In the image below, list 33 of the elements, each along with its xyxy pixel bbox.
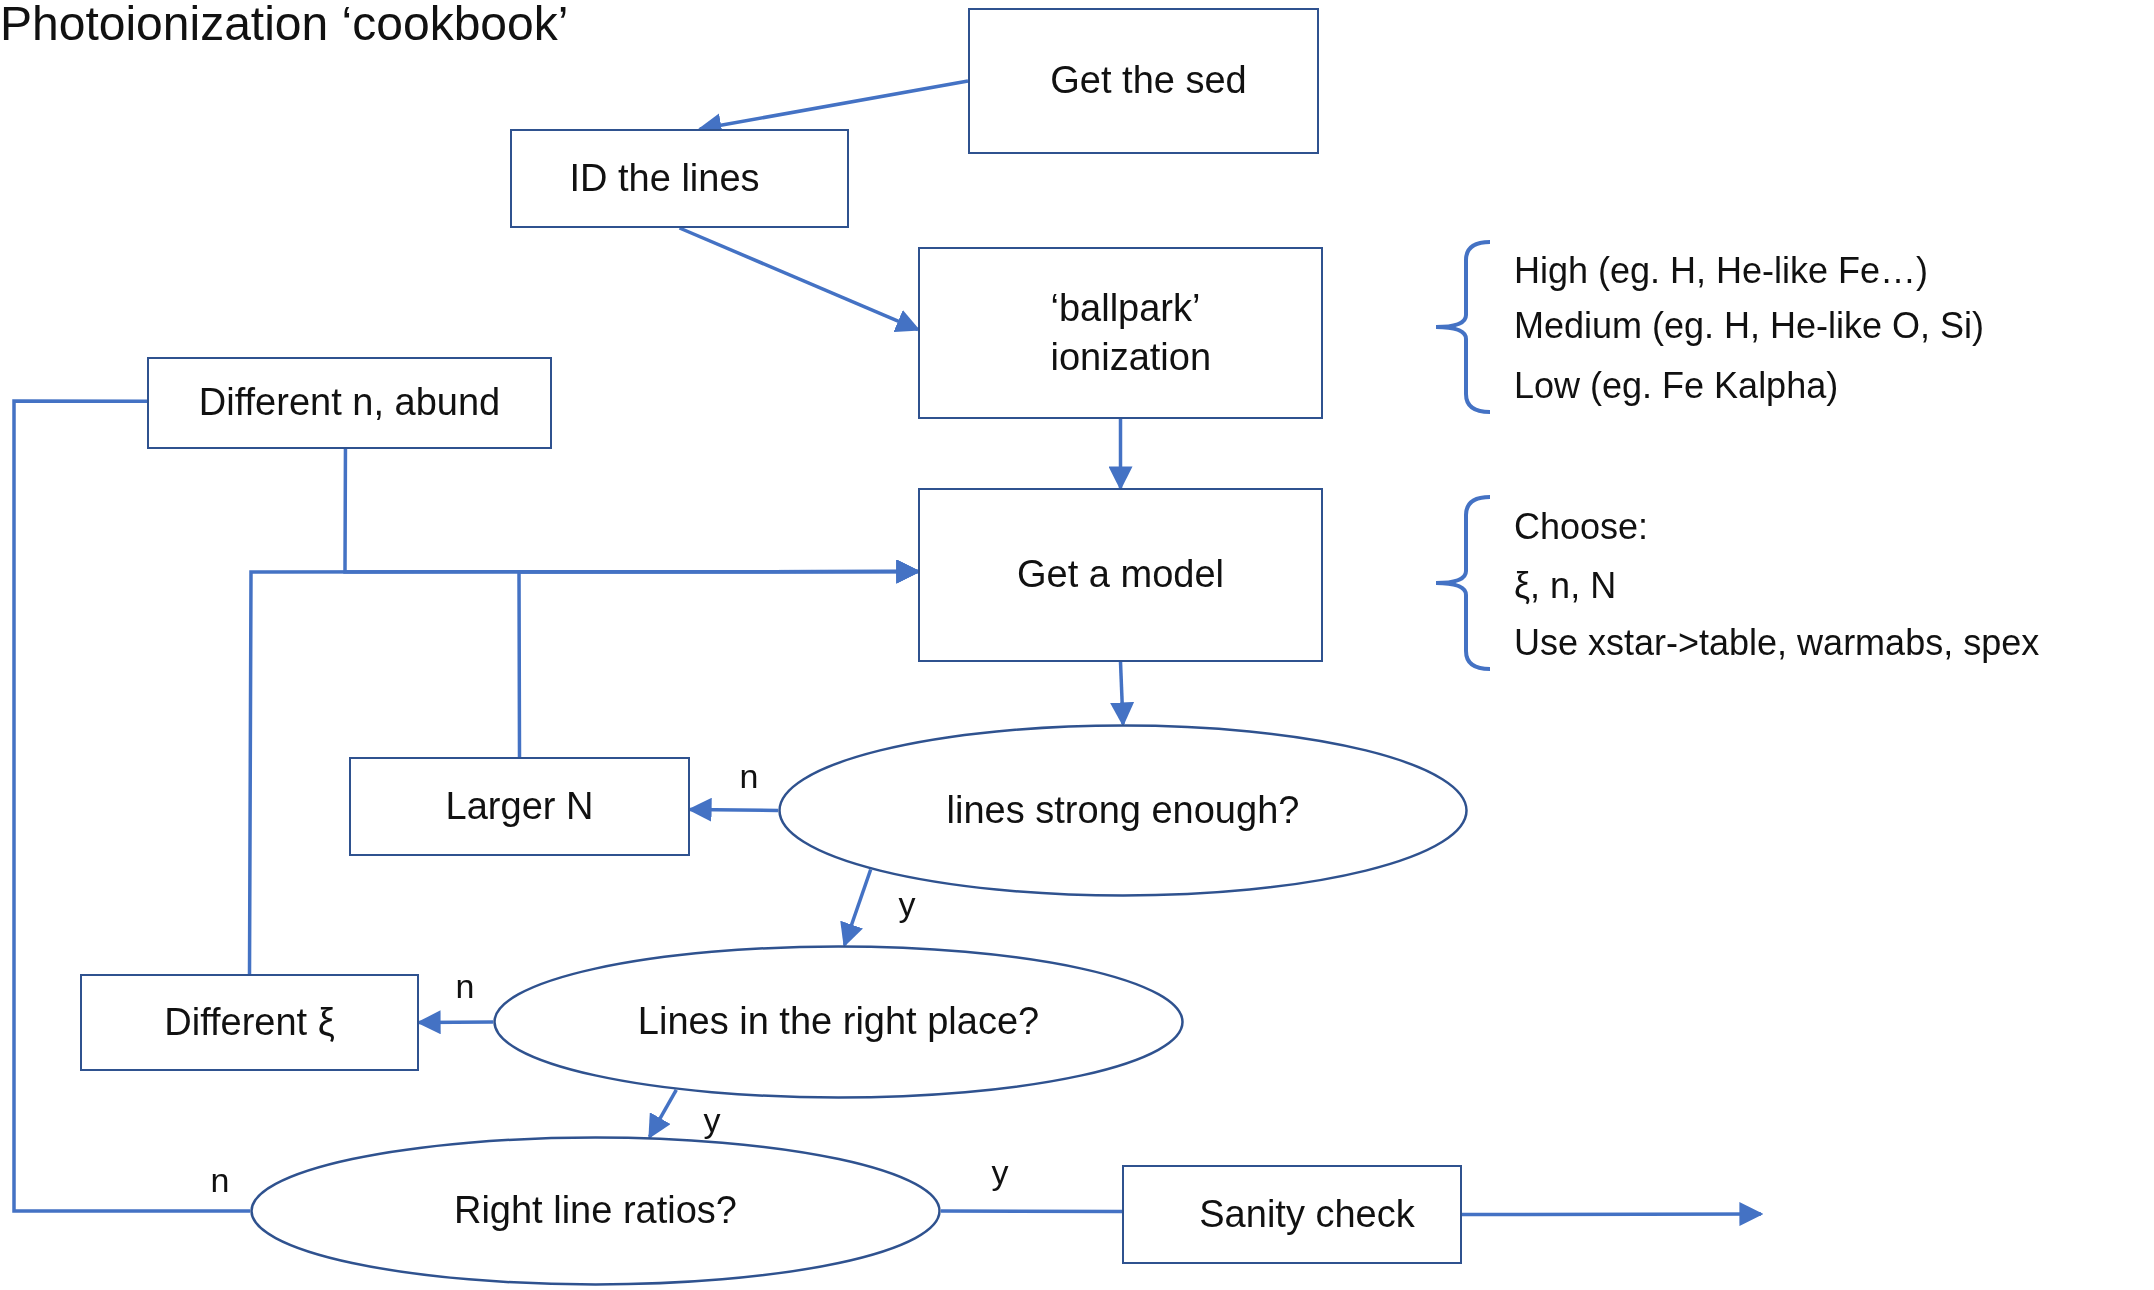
process-box	[80, 974, 419, 1071]
node-label: Lines in the right place?	[637, 999, 1040, 1045]
node-label: Sanity check	[1199, 1191, 1415, 1237]
process-box	[1122, 1165, 1462, 1264]
node-label: Different ξ	[164, 999, 335, 1045]
process-box	[510, 129, 849, 228]
node-label: Get the sed	[1050, 58, 1247, 104]
arrow	[1462, 1202, 1764, 1227]
arrow	[648, 1089, 678, 1139]
process-box	[349, 757, 690, 856]
process-box	[968, 8, 1319, 154]
note-text: Use xstar->table, warmabs, spex	[1514, 622, 2040, 664]
note-text: High (eg. H, He-like Fe…)	[1514, 250, 1929, 292]
connector-line	[941, 1209, 1122, 1214]
arrow	[1108, 419, 1133, 491]
diagram-title: Photoionization ‘cookbook’	[0, 0, 569, 51]
note-text: Medium (eg. H, He-like O, Si)	[1514, 305, 1985, 347]
note-text: ξ, n, N	[1514, 565, 1617, 607]
decision-ellipse	[778, 724, 1468, 897]
node-label: ‘ballpark’ ionization	[1050, 285, 1213, 380]
process-box	[918, 488, 1323, 662]
process-box	[147, 357, 552, 449]
node-label: ID the lines	[569, 155, 760, 201]
node-label: Different n, abund	[198, 380, 501, 426]
process-box	[918, 247, 1323, 419]
connector-line	[12, 399, 250, 1213]
note-text: Choose:	[1514, 506, 1649, 548]
node-label: Right line ratios?	[453, 1188, 737, 1234]
note-text: Low (eg. Fe Kalpha)	[1514, 365, 1839, 407]
decision-ellipse	[493, 945, 1184, 1099]
node-label: Get a model	[1017, 552, 1224, 598]
node-label: lines strong enough?	[946, 787, 1300, 833]
node-label: Larger N	[445, 783, 594, 829]
